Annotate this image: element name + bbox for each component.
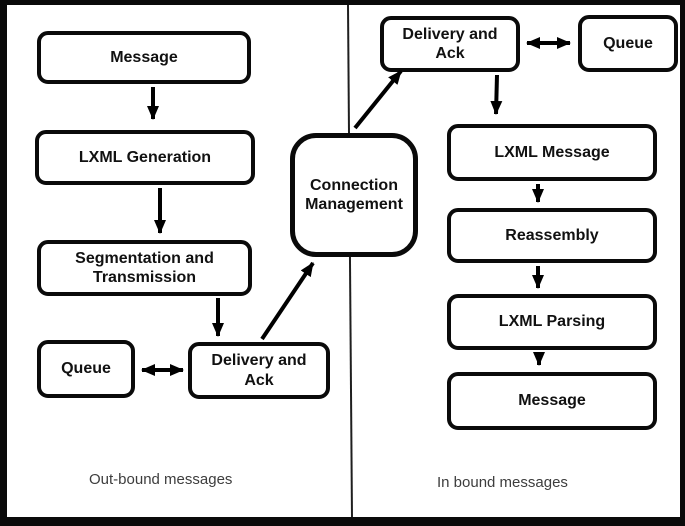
node-inbound-lxml-message: LXML Message [447, 124, 657, 181]
node-label: Queue [603, 34, 653, 52]
edge-inbound-delivery-ack-to-lxml-message [490, 74, 503, 115]
outbound-section-label: Out-bound messages [89, 471, 233, 488]
section-divider-line [347, 4, 353, 520]
node-label: Segmentation and Transmission [75, 249, 214, 286]
node-label: LXML Parsing [498, 313, 606, 331]
node-inbound-delivery-ack: Delivery and Ack [380, 16, 520, 72]
node-connection-management: Connection Management [290, 133, 418, 257]
node-inbound-queue: Queue [578, 15, 678, 72]
node-inbound-message: Message [447, 372, 657, 430]
inbound-section-label: In bound messages [437, 474, 568, 491]
node-outbound-lxml-generation: LXML Generation [35, 130, 255, 185]
node-label: LXML Generation [78, 148, 212, 166]
node-outbound-delivery-ack: Delivery and Ack [188, 342, 330, 399]
node-label: Delivery and Ack [211, 352, 307, 389]
node-inbound-reassembly: Reassembly [447, 208, 657, 263]
node-label: Message [518, 392, 586, 410]
node-label: LXML Message [494, 143, 610, 161]
node-label: Message [110, 48, 178, 66]
node-outbound-message: Message [37, 31, 251, 84]
edge-connection-management-to-inbound-delivery-ack [353, 69, 403, 130]
node-inbound-lxml-parsing: LXML Parsing [447, 294, 657, 350]
node-label: Queue [61, 360, 111, 378]
node-label: Connection Management [305, 176, 403, 213]
node-outbound-segmentation-transmission: Segmentation and Transmission [37, 240, 252, 296]
node-label: Reassembly [505, 226, 599, 244]
edge-delivery-ack-to-connection-management [260, 261, 315, 341]
node-label: Delivery and Ack [402, 25, 498, 62]
node-outbound-queue: Queue [37, 340, 135, 398]
